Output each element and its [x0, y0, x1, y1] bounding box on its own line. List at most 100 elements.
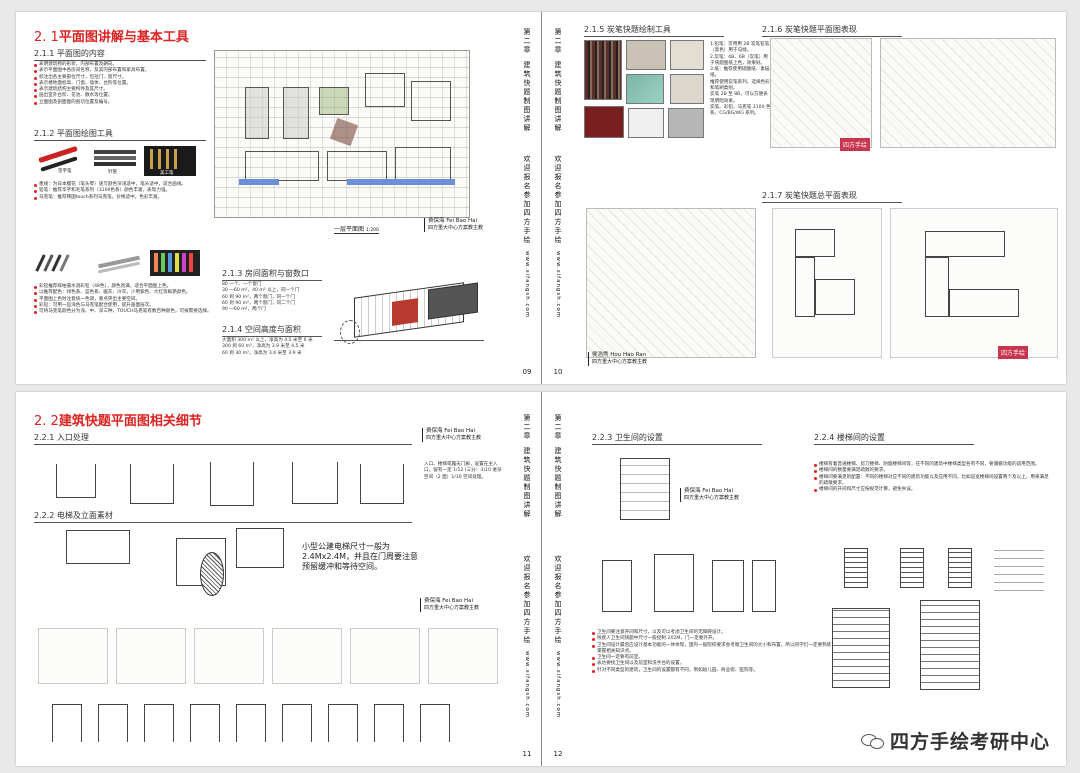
page-9: 2. 1平面图讲解与基本工具 2.1.1 平面图的内容 表明建筑物的形状、内部布…	[16, 12, 510, 384]
website-url: www.sifangsh.com	[555, 651, 561, 719]
elevator-plan-sketch	[66, 530, 130, 564]
page-number: 12	[553, 750, 563, 758]
author-name: 费保海 Fei Bao Hai	[684, 488, 734, 494]
subheading-elevator: 2.2.2 电梯及立面素材	[34, 510, 412, 523]
note-line: 2.炭笔：4B、6B（炭笔）用于快题图纸上色，效果好。	[710, 54, 768, 66]
note-line: 30 一60 m²，40 m² 以上，同一个门	[222, 288, 300, 294]
chapter-title: 建筑快题制图讲解	[523, 61, 531, 133]
subheading-space-height: 2.1.4 空间高度与面积	[222, 324, 322, 337]
coloring-tips-list: 彩铅推荐辉柏嘉水溶彩铅（48色），颜色饱满，适合平面图上色。 以推荐配色：绿色系…	[34, 284, 212, 315]
subheading-drawing-tools: 2.1.2 平面图绘图工具	[34, 128, 206, 141]
author-caption: 费保海 Fei Bao Hai 四方重大中心方案教主教	[680, 488, 739, 502]
note-line: 300 到 60 m²，净高为 3.9 米至 4.5 米	[222, 344, 305, 350]
elevator-size-note: 小型公建电梯尺寸一般为 2.4Mx2.4M，并且在门周要注意预留缓冲和等待空间。	[302, 542, 418, 571]
spine-page-10: 第二章 建筑快题制图讲解 欢迎报名参加四方手绘 www.sifangsh.com…	[543, 12, 573, 384]
plan-title: 一层平面图 1:200	[334, 224, 379, 234]
floor-plan-drawing	[214, 50, 470, 218]
note-line: 80 一个、一个窗门	[222, 282, 262, 287]
subheading-charcoal-plan: 2.1.6 炭笔快题平面图表现	[762, 24, 902, 37]
list-item: 卫生间设计最后应设计基本功能的一体体现，国内一般院校要求会考察卫生间的大小和布置…	[592, 643, 832, 656]
author-caption: 侯浩然 Hou Hao Ran 四方重大中心方案教主教	[588, 352, 647, 366]
list-item: 楼梯间的开间和尺寸应按规范计算，避免失误。	[814, 487, 1050, 493]
promo-text: 欢迎报名参加四方手绘	[523, 155, 531, 245]
page-number: 11	[522, 750, 532, 758]
note-line: 炭笔、彩铅、马克笔 3100 色系、CG/BG/WG 系列。	[710, 104, 771, 117]
page-number: 09	[522, 368, 532, 376]
subheading-entrance: 2.2.1 入口处理	[34, 432, 412, 445]
site-plan-thumbnails	[34, 628, 504, 688]
site-plan-sketch-2	[890, 208, 1058, 358]
brand-stamp: 四方手绘	[840, 138, 871, 151]
promo-text: 欢迎报名参加四方手绘	[523, 555, 531, 645]
list-item: 标注出各主要部位尺寸，包括门、窗尺寸。	[34, 75, 212, 81]
spine-page-9: 第二章 建筑快题制图讲解 欢迎报名参加四方手绘 www.sifangsh.com…	[512, 12, 542, 384]
wechat-icon	[860, 732, 885, 750]
tool-label: 美工笔	[160, 171, 174, 176]
list-item: 立面图及剖面图的剖切位置及编号。	[34, 100, 212, 106]
charcoal-plan-sketch-1	[770, 38, 872, 148]
promo-text: 欢迎报名参加四方手绘	[554, 155, 562, 245]
art-pen-photo: 美工笔	[144, 146, 196, 176]
subheading-plan-content: 2.1.1 平面图的内容	[34, 48, 206, 61]
list-item: 表示建筑结构主要构件及其尺寸。	[34, 87, 212, 93]
list-item: 彩铅推荐辉柏嘉水溶彩铅（48色），颜色饱满，适合平面图上色。	[34, 284, 212, 290]
note-line: 炭笔 2B 至 8B，可以方便表现明暗效果。	[710, 92, 768, 104]
gutter-divider	[541, 392, 542, 766]
list-item: 马克笔：推荐韩国touch系列马克笔，价格适中，色彩丰富。	[34, 195, 212, 201]
website-url: www.sifangsh.com	[555, 251, 561, 319]
restroom-notes-list: 卫生间要注意开间和尺寸，以及可以考虑卫生间的无障碍设计。 残疾人卫生间快题中尺寸…	[592, 630, 832, 674]
list-item: 楼梯间的数量要满足疏散的要求。	[814, 468, 1050, 474]
list-item: 卫生间要注意开间和尺寸，以及可以考虑卫生间的无障碍设计。	[592, 630, 832, 636]
author-name: 费保海 Fei Bao Hai	[426, 428, 476, 434]
paper-sample-photo	[626, 40, 666, 70]
author-role: 四方重大中心方案教主教	[592, 359, 648, 365]
note-line: 1.铅笔：可用用 2B 炭笔铅笔（黑色）用于勾线。	[710, 42, 770, 54]
subheading-room-area: 2.1.3 房间面积与窗数口	[222, 268, 322, 281]
promo-text: 欢迎报名参加四方手绘	[554, 555, 562, 645]
green-eraser-photo	[626, 74, 664, 104]
list-item: 针对不同类型的建筑，卫生间的设置都有不同，例如幼儿园、商业街、医院等。	[592, 668, 832, 674]
list-item: 铅笔：推荐华宇和毛笔系列（3100色系）颜色丰富，表现力强。	[34, 188, 212, 194]
list-item: 楼梯有着普通楼梯、剪刀楼梯、防烟楼梯间等，在不同的建筑中楼梯类型各有不同，要遵循…	[814, 462, 1050, 468]
brush-pen-photo	[94, 250, 144, 276]
chapter-label: 第二章	[554, 414, 562, 441]
entrance-note: 入口、楼梯或露天门廊，设置在主入口，留有一定 1/12 (三分：3)10 进深空…	[424, 462, 502, 480]
list-item: 楼梯间要满足的配置：不同的楼梯对应不同的建筑功能以及应用不同，比如说宽楼梯间设置…	[814, 475, 1050, 488]
brand-stamp: 四方手绘	[998, 346, 1029, 359]
charcoal-stick-photo	[670, 40, 704, 70]
markers-photo	[35, 250, 86, 276]
room-area-notes: 80 一个、一个窗门 30 一60 m²，40 m² 以上，同一个门 60 到 …	[222, 282, 332, 313]
subheading-charcoal-tools: 2.1.5 炭笔快题绘制工具	[584, 24, 724, 37]
section-number: 2. 1	[34, 30, 59, 45]
restroom-plan-sketch	[620, 458, 670, 520]
list-item: 画出室外台阶、花池、散水等位置。	[34, 93, 212, 99]
chapter-title: 建筑快题制图讲解	[554, 447, 562, 519]
kneaded-eraser-photo	[668, 108, 704, 138]
author-role: 四方重大中心方案教主教	[424, 605, 480, 611]
charcoal-tools-notes: 1.铅笔：可用用 2B 炭笔铅笔（黑色）用于勾线。 2.炭笔：4B、6B（炭笔）…	[710, 42, 772, 118]
subheading-stairwell: 2.2.4 楼梯间的设置	[814, 432, 974, 445]
space-height-notes: 大面积 300 m² 以上，净高为 4.5 米至 6 米 300 到 60 m²…	[222, 338, 342, 357]
spread-pages-11-12: 2. 2建筑快题平面图相关细节 2.2.1 入口处理 费保海 Fei Bao H…	[16, 392, 1066, 766]
plan-title-text: 一层平面图	[334, 226, 365, 233]
subheading-restroom: 2.2.3 卫生间的设置	[592, 432, 762, 445]
charcoal-box-photo	[584, 106, 624, 138]
list-item: 残疾人卫生间快题中尺寸一般控制 2X2M，门一定要外开。	[592, 636, 832, 642]
plan-content-list: 表明建筑物的形状、内部布置及朝向。 表示平面图中各房间名称，及其内部布置和家具布…	[34, 62, 212, 106]
restroom-layout-sketches	[598, 550, 778, 620]
author-caption: 费保海 Fei Bao Hai 四方重大中心方案教主教	[424, 218, 483, 232]
note-line: 3.纸：推荐使用硫酸纸、素描纸。	[710, 67, 770, 79]
plan-scale: 1:200	[365, 228, 379, 233]
chapter-label: 第二章	[523, 414, 531, 441]
list-item: 彩铅：可用一些浅色与马克笔配合使用，提升画面层次。	[34, 303, 212, 309]
watermark: 四方手绘考研中心	[860, 727, 1050, 754]
charcoal-plan-sketch-2	[880, 38, 1056, 148]
page-10: 2.1.5 炭笔快题绘制工具 1.铅笔：可用用 2B 炭笔铅笔（黑色）用于勾线。…	[576, 12, 1066, 384]
site-plan-sketch-1	[772, 208, 882, 358]
entrance-sketches	[42, 456, 412, 512]
sketch-paper-photo	[670, 74, 704, 104]
list-item: 表达要找卫生间以及前室和洗手台的设置。	[592, 661, 832, 667]
note-line: 推荐使用炭笔系列，选择色彩和笔刷类别。	[710, 79, 770, 92]
author-name: 费保海 Fei Bao Hai	[428, 218, 478, 224]
watermark-text: 四方手绘考研中心	[889, 731, 1050, 753]
